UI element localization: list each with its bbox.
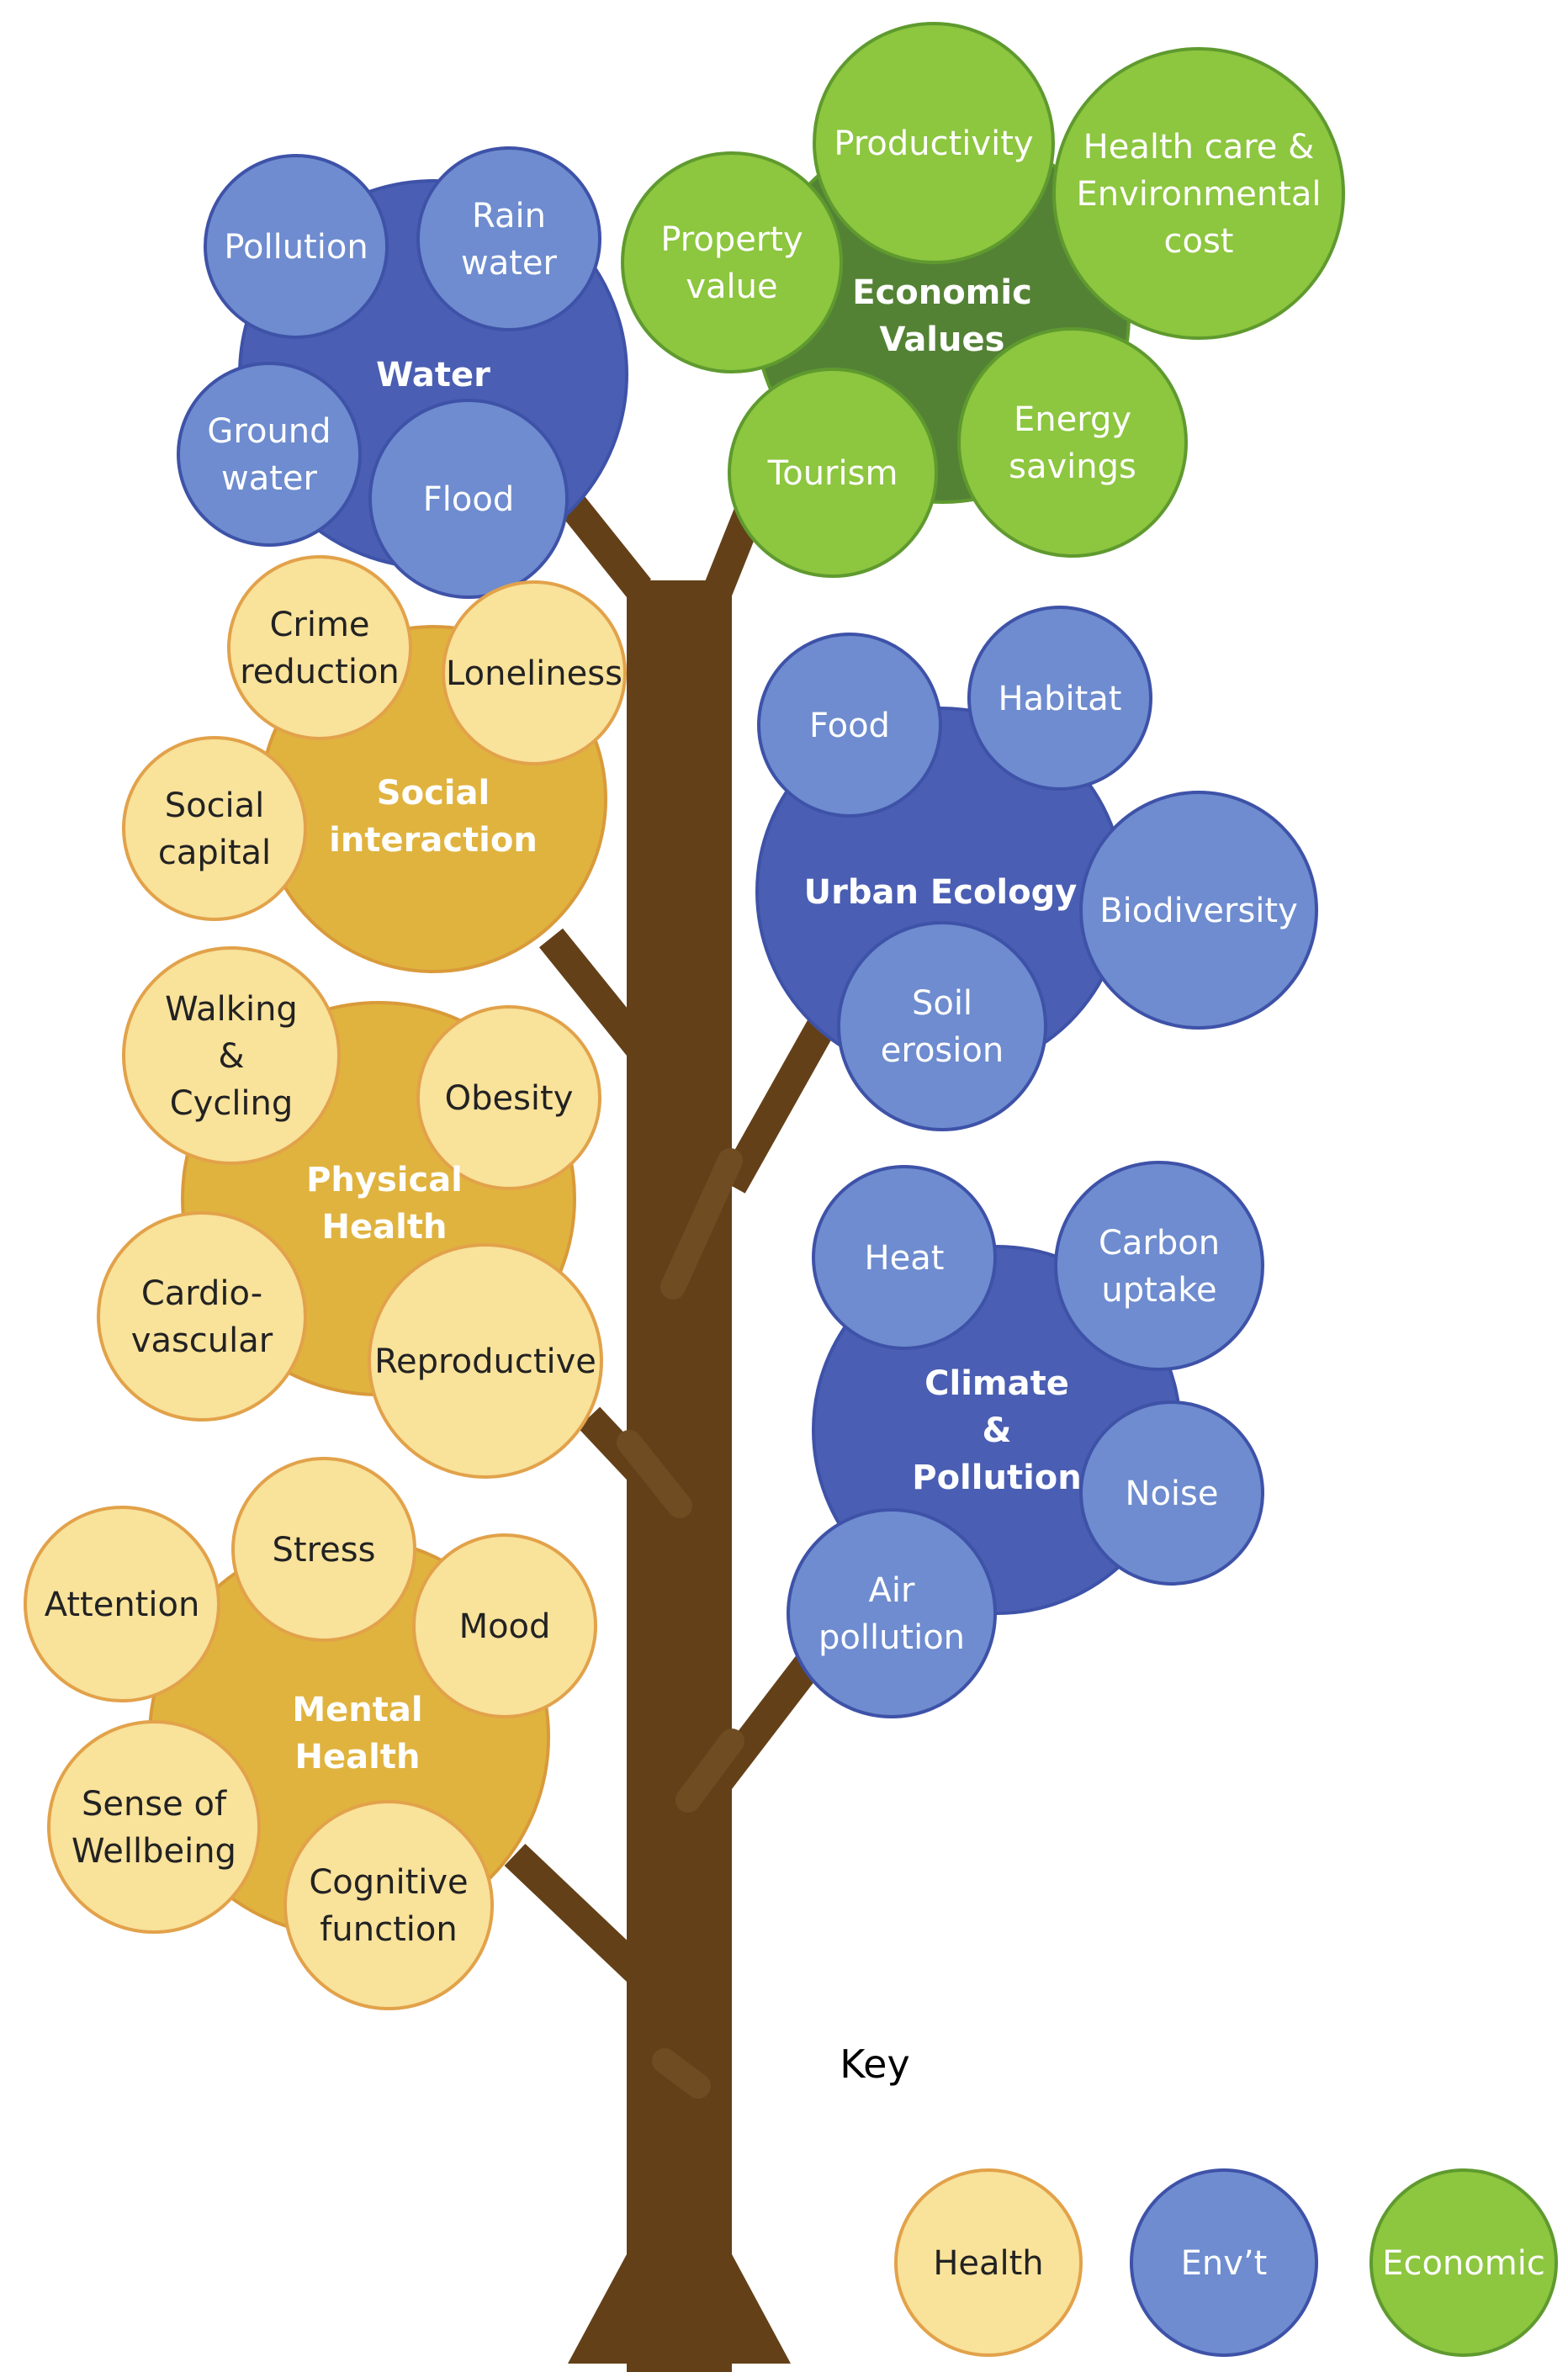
mental-health-leaf-circle bbox=[24, 1506, 220, 1702]
climate-pollution-leaf-label: Heat bbox=[865, 1239, 945, 1278]
climate-pollution-leaf-circle bbox=[787, 1508, 997, 1718]
mental-health-leaf-label: Attention bbox=[45, 1586, 200, 1624]
mental-health-leaf-circle bbox=[47, 1720, 261, 1934]
tree-trunk-base bbox=[568, 2254, 791, 2364]
urban-ecology-leaf-circle bbox=[967, 606, 1152, 791]
mental-health-leaf-circle bbox=[231, 1457, 416, 1642]
urban-ecology-center-label: Urban Ecology bbox=[804, 873, 1078, 912]
key-swatch-env bbox=[1130, 2168, 1318, 2357]
urban-ecology-leaf-label: Habitat bbox=[999, 680, 1122, 718]
economic-values-leaf-circle bbox=[957, 327, 1188, 558]
social-interaction-leaf-circle bbox=[442, 580, 627, 765]
branch-social bbox=[538, 928, 652, 1057]
physical-health-leaf-label: Obesity bbox=[445, 1079, 574, 1118]
economic-values-leaf-circle bbox=[728, 368, 938, 578]
physical-health-leaf-circle bbox=[122, 946, 341, 1165]
physical-health-leaf-circle bbox=[368, 1243, 603, 1479]
climate-pollution-center-label: Climate&Pollution bbox=[912, 1364, 1081, 1497]
mental-health-leaf-label: Stress bbox=[273, 1531, 376, 1570]
urban-ecology-leaf-circle bbox=[837, 921, 1047, 1131]
economic-values-leaf-label: Tourism bbox=[767, 454, 898, 493]
key-swatch-health bbox=[894, 2168, 1083, 2357]
tree-trunk-group bbox=[504, 495, 842, 2372]
economic-values-leaf-circle bbox=[1052, 47, 1345, 340]
key-item-health: Health bbox=[894, 2168, 1083, 2357]
key-item-env: Env’t bbox=[1130, 2168, 1318, 2357]
mental-health-leaf-label: Mood bbox=[459, 1607, 551, 1646]
water-leaf-circle bbox=[416, 146, 601, 331]
social-interaction-leaf-circle bbox=[122, 736, 307, 921]
urban-ecology-leaf-label: Biodiversity bbox=[1099, 892, 1298, 930]
economic-values-leaf-circle bbox=[813, 22, 1055, 264]
climate-pollution-leaf-circle bbox=[812, 1165, 997, 1350]
water-leaf-circle bbox=[204, 154, 389, 339]
climate-pollution-leaf-circle bbox=[1079, 1400, 1264, 1586]
physical-health-leaf-label: Walking&Cycling bbox=[165, 990, 298, 1123]
physical-health-leaf-circle bbox=[97, 1211, 307, 1422]
branch-mental bbox=[504, 1843, 659, 1993]
water-center-label: Water bbox=[376, 356, 490, 394]
climate-pollution-leaf-label: Noise bbox=[1126, 1475, 1219, 1513]
physical-health-leaf-label: Cardio-vascular bbox=[131, 1274, 273, 1360]
key-title: Key bbox=[840, 2041, 909, 2087]
urban-ecology-leaf-circle bbox=[1079, 791, 1318, 1030]
key-label-env: Env’t bbox=[1181, 2244, 1268, 2283]
key-swatch-eco bbox=[1369, 2168, 1558, 2357]
branch-water bbox=[559, 495, 652, 599]
trunk-shade-3 bbox=[617, 1430, 692, 1518]
trunk-shade-2 bbox=[675, 1729, 744, 1813]
social-interaction-leaf-label: Loneliness bbox=[446, 654, 622, 693]
key-item-eco: Economic bbox=[1369, 2168, 1558, 2357]
urban-ecology-leaf-circle bbox=[757, 633, 942, 818]
key-label-health: Health bbox=[933, 2244, 1043, 2283]
water-leaf-label: Flood bbox=[423, 480, 514, 519]
physical-health-leaf-circle bbox=[416, 1005, 601, 1190]
social-interaction-leaf-circle bbox=[227, 555, 412, 740]
branch-urban-ecology bbox=[718, 1006, 842, 1194]
water-leaf-circle bbox=[177, 362, 362, 547]
mental-health-leaf-circle bbox=[283, 1800, 494, 2010]
key-label-eco: Economic bbox=[1382, 2244, 1545, 2283]
mental-health-leaf-circle bbox=[412, 1533, 597, 1718]
climate-pollution-leaf-circle bbox=[1054, 1161, 1264, 1371]
physical-health-leaf-label: Reproductive bbox=[374, 1342, 596, 1381]
urban-ecology-leaf-label: Food bbox=[809, 707, 890, 745]
water-leaf-label: Pollution bbox=[224, 228, 368, 267]
trunk-shade-1 bbox=[660, 1148, 743, 1300]
trunk-shade-4 bbox=[652, 2048, 711, 2099]
economic-values-leaf-label: Productivity bbox=[834, 124, 1033, 163]
economic-values-leaf-circle bbox=[621, 151, 843, 373]
water-leaf-circle bbox=[368, 399, 569, 599]
